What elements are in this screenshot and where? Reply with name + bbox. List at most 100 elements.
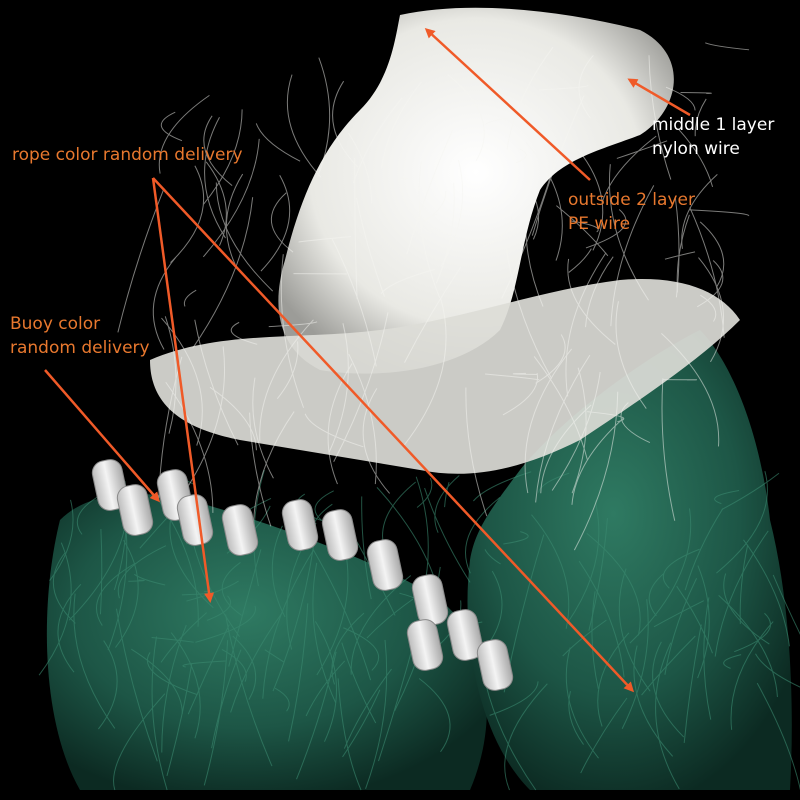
net-strand bbox=[228, 549, 262, 667]
net-strand bbox=[361, 496, 372, 600]
net-strand bbox=[170, 165, 205, 263]
net-strand bbox=[703, 597, 712, 720]
white-net-top bbox=[278, 7, 674, 374]
net-strand bbox=[252, 411, 295, 529]
net-strand bbox=[718, 594, 778, 698]
buoy-float bbox=[476, 639, 514, 691]
net-strand bbox=[530, 190, 540, 240]
net-strand bbox=[151, 636, 168, 791]
net-strand bbox=[160, 111, 183, 142]
middle-label-line2: nylon wire bbox=[652, 139, 740, 159]
net-strand bbox=[540, 404, 592, 494]
net-strand bbox=[524, 348, 573, 494]
net-strand bbox=[683, 624, 702, 743]
net-strand bbox=[160, 612, 207, 663]
net-strand bbox=[255, 123, 301, 162]
net-strand bbox=[187, 624, 230, 715]
net-strand bbox=[376, 487, 435, 577]
net-strand bbox=[424, 487, 471, 583]
net-strand bbox=[274, 687, 290, 712]
net-strand bbox=[689, 207, 725, 338]
net-strand bbox=[418, 678, 451, 753]
net-strand bbox=[676, 214, 690, 293]
net-strand bbox=[312, 549, 372, 681]
net-strand bbox=[655, 642, 680, 790]
net-strand bbox=[756, 682, 800, 791]
net-strand bbox=[652, 641, 685, 738]
net-strand bbox=[661, 333, 720, 447]
net-strand bbox=[113, 693, 166, 791]
net-strand bbox=[203, 109, 243, 205]
net-strand bbox=[531, 95, 585, 236]
net-strand bbox=[588, 517, 608, 631]
net-strand bbox=[164, 316, 177, 434]
net-strand bbox=[501, 146, 560, 299]
net-strand bbox=[402, 297, 447, 447]
net-strand bbox=[49, 499, 74, 582]
net-strand bbox=[203, 115, 233, 186]
net-strand bbox=[525, 142, 563, 261]
net-strand bbox=[305, 660, 346, 717]
net-strand bbox=[96, 562, 136, 626]
net-strand bbox=[565, 647, 599, 759]
net-strand bbox=[676, 585, 713, 654]
net-strand bbox=[723, 573, 770, 645]
net-strand bbox=[128, 579, 145, 582]
annotation-arrows bbox=[44, 27, 691, 693]
white-net-strands bbox=[117, 42, 750, 551]
net-strand bbox=[355, 197, 385, 297]
net-strand bbox=[416, 477, 433, 508]
buoy-float bbox=[366, 539, 404, 591]
net-strand bbox=[352, 97, 403, 184]
net-strand bbox=[276, 341, 299, 399]
net-strand bbox=[343, 627, 380, 671]
net-strand bbox=[571, 367, 587, 494]
net-strand bbox=[538, 472, 570, 493]
net-strand bbox=[146, 652, 198, 696]
net-strand bbox=[333, 312, 389, 462]
net-strand bbox=[262, 550, 314, 699]
net-strand bbox=[714, 530, 769, 657]
net-strand bbox=[342, 689, 381, 758]
net-strand bbox=[465, 387, 488, 517]
net-strand bbox=[268, 321, 318, 328]
net-strand bbox=[161, 624, 187, 753]
net-strand bbox=[734, 612, 771, 653]
net-strand bbox=[610, 185, 655, 327]
net-strand bbox=[209, 386, 257, 451]
net-strand bbox=[535, 334, 566, 384]
net-strand bbox=[440, 159, 464, 267]
net-strand bbox=[678, 129, 714, 188]
net-strand bbox=[264, 649, 284, 663]
net-strand bbox=[680, 92, 712, 94]
net-strand bbox=[343, 668, 392, 749]
net-strand bbox=[151, 637, 194, 643]
net-strand bbox=[331, 238, 377, 367]
net-strand bbox=[298, 236, 351, 243]
buoy-float bbox=[406, 619, 444, 671]
net-strand bbox=[272, 543, 315, 692]
net-strand bbox=[354, 157, 358, 299]
net-strand bbox=[616, 140, 668, 159]
net-strand bbox=[482, 216, 512, 248]
buoy-float bbox=[176, 494, 214, 546]
net-strand bbox=[434, 475, 460, 533]
net-strand bbox=[684, 508, 724, 591]
net-strand bbox=[362, 388, 391, 494]
net-strand bbox=[134, 573, 166, 586]
net-strand bbox=[406, 130, 453, 255]
net-strand bbox=[348, 132, 373, 204]
net-strand bbox=[115, 608, 158, 762]
net-strand bbox=[232, 635, 257, 700]
net-strand bbox=[317, 57, 331, 177]
buoy-label-line2: random delivery bbox=[10, 338, 150, 358]
net-strand bbox=[166, 663, 193, 776]
net-strand bbox=[705, 42, 750, 51]
net-strand bbox=[421, 213, 438, 235]
middle-label-line1: middle 1 layer bbox=[652, 115, 775, 135]
net-strand bbox=[429, 226, 466, 251]
net-strand bbox=[380, 268, 435, 295]
net-strand bbox=[152, 257, 176, 350]
